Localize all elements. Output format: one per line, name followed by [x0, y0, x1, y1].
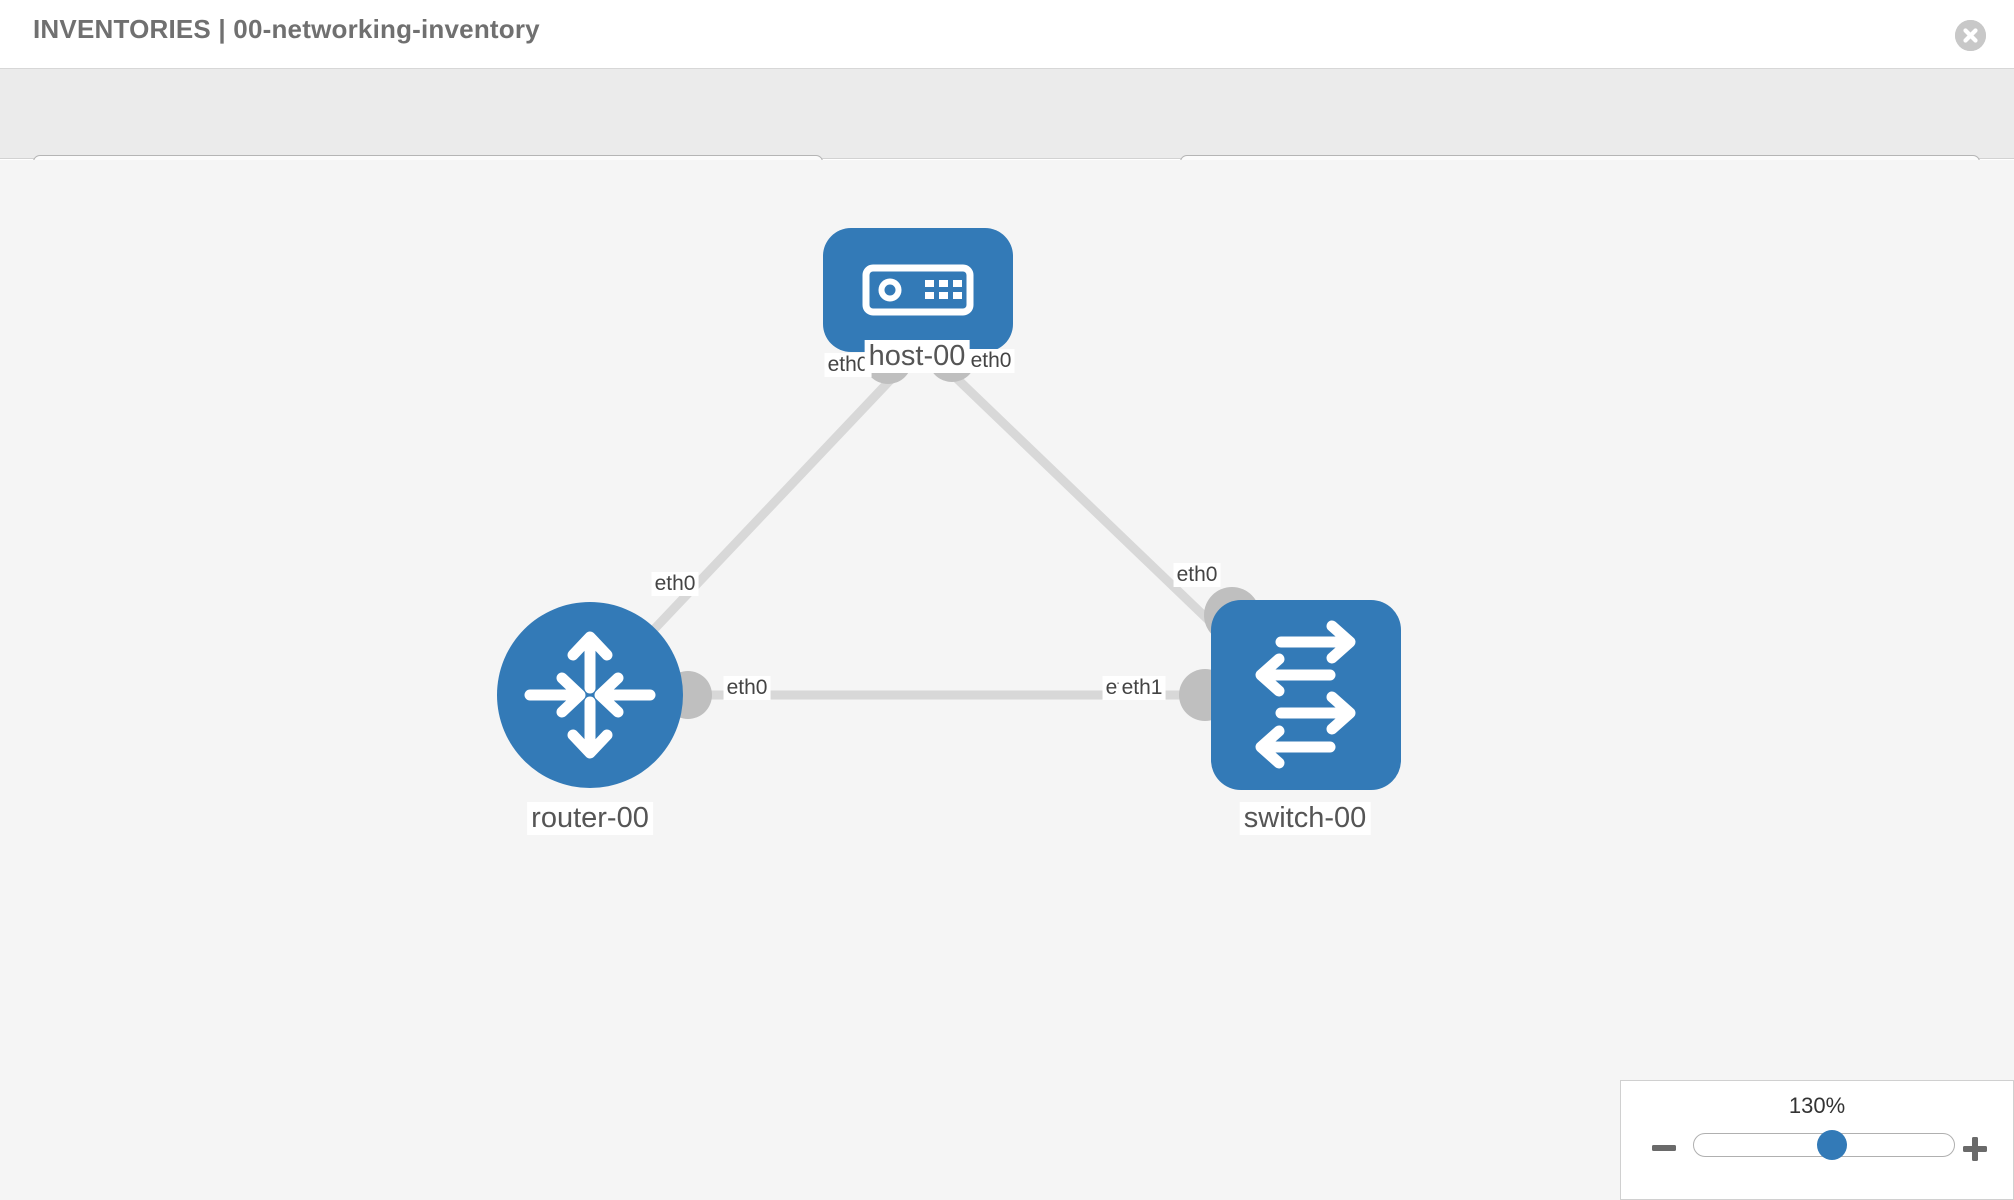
topology-links — [621, 368, 1254, 700]
node-label-switch-00: switch-00 — [1239, 802, 1371, 835]
zoom-control-panel: 130% — [1620, 1080, 2014, 1200]
zoom-level-value: 130% — [1788, 1093, 1846, 1118]
iface-label: eth0 — [723, 676, 771, 700]
zoom-in-button[interactable] — [1959, 1133, 1991, 1165]
node-label-router-00: router-00 — [527, 802, 653, 835]
page-header: INVENTORIES | 00-networking-inventory — [0, 0, 2014, 69]
iface-label: eth1 — [1118, 676, 1166, 700]
node-router-00[interactable] — [497, 602, 683, 788]
switch-arrows-icon — [1255, 620, 1356, 769]
topology-graph — [497, 228, 1401, 790]
toolbar: ACTIONS SEARCH — [0, 69, 2014, 210]
iface-label: eth0 — [967, 349, 1015, 373]
node-switch-00[interactable] — [1211, 600, 1401, 790]
node-host-00[interactable] — [823, 228, 1013, 352]
page-title: INVENTORIES | 00-networking-inventory — [33, 14, 540, 44]
router-arrows-icon — [524, 631, 656, 759]
iface-label: eth0 — [1173, 563, 1221, 587]
topology-canvas[interactable]: eth0 eth0 eth0 eth0 eth0 eth0 eth1 host-… — [0, 160, 2014, 1200]
close-icon[interactable] — [1955, 20, 1986, 51]
server-icon — [862, 264, 974, 316]
iface-label: eth0 — [651, 572, 699, 596]
zoom-slider-track[interactable] — [1693, 1130, 1955, 1160]
zoom-out-button[interactable] — [1649, 1133, 1679, 1163]
link-host00-switch00[interactable] — [946, 368, 1254, 664]
iface-label: eth0 — [824, 353, 872, 377]
node-label-host-00: host-00 — [864, 340, 970, 373]
link-host00-router00[interactable] — [621, 371, 899, 664]
zoom-slider-thumb[interactable] — [1816, 1130, 1847, 1160]
